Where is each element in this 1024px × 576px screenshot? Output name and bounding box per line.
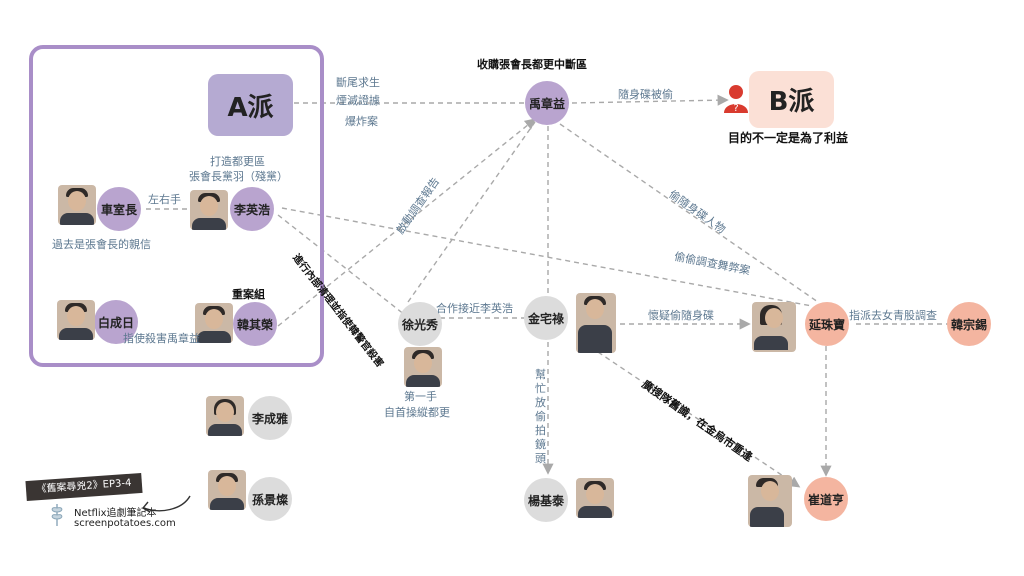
- node-che[interactable]: 車室長: [97, 187, 141, 231]
- node-yang[interactable]: 楊基泰: [524, 478, 568, 522]
- portrait-yang: [576, 478, 614, 518]
- node-sun[interactable]: 孫景燦: [248, 477, 292, 521]
- portrait-lisy: [206, 396, 244, 436]
- portrait-sun: [208, 470, 246, 510]
- arrow-icon: [141, 495, 191, 513]
- label-yu-a-3: 爆炸案: [345, 115, 378, 128]
- label-jin-yan: 懷疑偷隨身碟: [648, 309, 714, 322]
- leaf-icon: [51, 504, 63, 526]
- faction-a: A派: [208, 74, 293, 136]
- label-che-note: 過去是張會長的親信: [52, 238, 151, 251]
- portrait-han: [195, 303, 233, 343]
- faction-b-note: 目的不一定是為了利益: [728, 131, 849, 145]
- portrait-jin: [576, 293, 616, 353]
- label-li-role-2: 張會長黨羽（殘黨）: [189, 170, 288, 183]
- a-faction-box: [29, 45, 324, 367]
- label-xu-jin: 合作接近李英浩: [436, 302, 513, 315]
- label-han-role: 重案組: [232, 288, 265, 301]
- faction-a-title: A派: [227, 92, 274, 123]
- node-yan[interactable]: 延珠寶: [805, 302, 849, 346]
- node-han[interactable]: 韓其榮: [233, 302, 277, 346]
- label-yu-b: 隨身碟被偷: [618, 88, 673, 101]
- label-xu-role-2: 自首操縱都更: [384, 406, 450, 419]
- node-lisy[interactable]: 李成雅: [248, 396, 292, 440]
- edge-yu-yan: [559, 123, 819, 303]
- label-yan-hanzong: 指派去女青股調查: [849, 309, 937, 322]
- brand-url[interactable]: screenpotatoes.com: [74, 518, 176, 529]
- node-bai[interactable]: 白成日: [94, 300, 138, 344]
- label-yu-a-1: 斷尾求生: [336, 76, 380, 89]
- label-jin-yang: 幫忙放偷拍鏡頭: [535, 368, 546, 465]
- node-hanzong[interactable]: 韓宗錫: [947, 302, 991, 346]
- portrait-yan: [752, 302, 796, 352]
- label-yu-a-2: 煙滅證據: [336, 94, 380, 107]
- node-yu[interactable]: 禹章益: [525, 81, 569, 125]
- edge-li-yan: [281, 207, 813, 307]
- label-xu-role-1: 第一手: [404, 390, 437, 403]
- label-bai-note: 指使殺害禹章益: [123, 332, 200, 345]
- node-jin[interactable]: 金宅祿: [524, 296, 568, 340]
- faction-b: B派: [749, 71, 834, 128]
- label-yu-top: 收購張會長都更中斷區: [477, 58, 587, 71]
- label-li-role-1: 打造都更區: [210, 155, 265, 168]
- node-cui[interactable]: 崔道亨: [804, 477, 848, 521]
- node-li[interactable]: 李英浩: [230, 187, 274, 231]
- portrait-li: [190, 190, 228, 230]
- portrait-che: [58, 185, 96, 225]
- edge-xu-yu: [407, 121, 536, 303]
- edge-yu-b: [571, 94, 729, 106]
- faction-b-title: B派: [768, 87, 815, 117]
- portrait-cui: [748, 475, 792, 527]
- svg-text:?: ?: [733, 103, 738, 113]
- portrait-xu: [404, 347, 442, 387]
- brand-site: Netflix追劇筆記本: [74, 508, 157, 519]
- person-question-icon: ?: [724, 85, 748, 113]
- label-che-li: 左右手: [148, 193, 181, 206]
- portrait-bai: [57, 300, 95, 340]
- node-xu[interactable]: 徐光秀: [398, 302, 442, 346]
- edge-jin-cui: [597, 351, 801, 488]
